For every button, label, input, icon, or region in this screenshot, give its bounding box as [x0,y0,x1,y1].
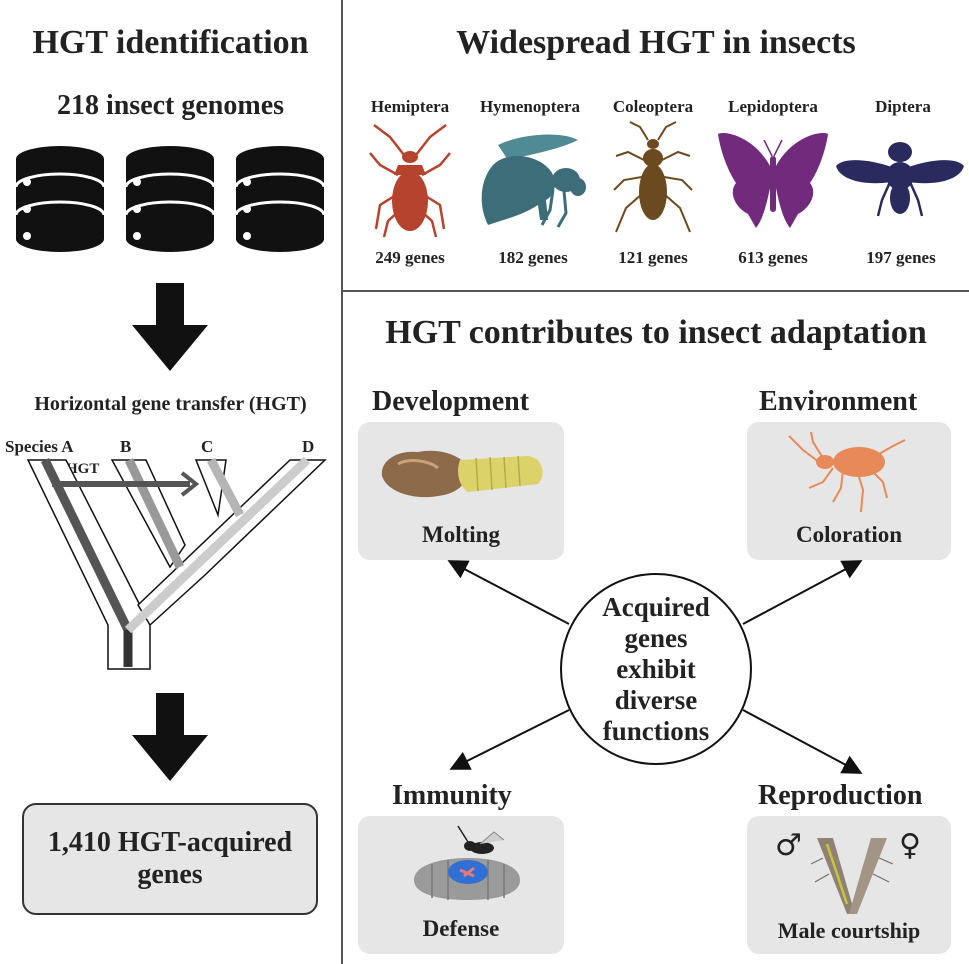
order-hemiptera: Hemiptera [370,97,450,116]
tree-title: Horizontal gene transfer (HGT) [34,393,307,415]
order-diptera: Diptera [875,97,931,116]
function-arrows [447,560,863,774]
environment-panel: Coloration [747,422,951,560]
hemiptera-gene-count: 249 genes [375,248,445,267]
reproduction-panel: ♂ ♀ Male courtship [747,816,951,954]
order-hymenoptera: Hymenoptera [479,97,581,116]
database-icons [14,144,326,254]
center-line-3: exhibit [616,654,696,684]
horizontal-divider [343,290,969,292]
female-symbol: ♀ [899,828,921,863]
database-icon [234,144,326,254]
hgt-arrow-label: HGT [66,461,100,477]
center-line-5: functions [602,716,710,746]
species-b-label: B [120,437,132,456]
coleoptera-icon [613,121,693,233]
center-text: Acquired genes exhibit diverse functions [556,592,756,747]
center-line-2: genes [624,623,688,653]
reproduction-title: Reproduction [758,780,923,811]
result-box: 1,410 HGT-acquired genes [22,803,318,915]
order-lepidoptera: Lepidoptera [728,97,818,116]
coloration-label: Coloration [795,522,903,547]
hymenoptera-gene-count: 182 genes [498,248,568,267]
order-coleoptera: Coleoptera [612,97,694,116]
diptera-icon [836,142,964,217]
widespread-hgt-heading: Widespread HGT in insects [456,24,856,61]
lepidoptera-icon [718,133,828,228]
immunity-title: Immunity [392,780,512,811]
species-d-label: D [302,437,315,456]
molting-label: Molting [422,522,500,547]
down-arrow-icon [132,283,208,371]
down-arrow-icon [132,693,208,781]
center-line-4: diverse [614,685,698,715]
vertical-divider [341,0,343,964]
aphid-icon [788,431,906,513]
environment-title: Environment [759,386,918,417]
hemiptera-icon [369,124,451,238]
database-icon [124,144,216,254]
adaptation-heading: HGT contributes to insect adaptation [385,314,927,351]
parasitoid-larva-icon [414,825,520,900]
species-a-label: Species A [5,437,74,456]
development-panel: Molting [358,422,564,560]
development-title: Development [372,386,530,417]
phylogenetic-tree [26,456,327,670]
result-line-2: genes [137,859,203,890]
hgt-identification-heading: HGT identification [32,24,309,61]
larva-icon [381,450,543,498]
result-line-1: 1,410 HGT-acquired [47,827,293,858]
species-c-label: C [201,437,214,456]
genomes-label: 218 insect genomes [56,90,285,121]
immunity-panel: Defense [358,816,564,954]
mating-insects-icon [810,838,894,914]
coleoptera-gene-count: 121 genes [618,248,688,267]
lepidoptera-gene-count: 613 genes [738,248,808,267]
defense-label: Defense [422,916,500,941]
database-icon [14,144,106,254]
hymenoptera-icon [481,134,586,228]
center-line-1: Acquired [602,592,710,622]
male-symbol: ♂ [775,828,802,863]
diptera-gene-count: 197 genes [866,248,936,267]
male-courtship-label: Male courtship [777,918,921,943]
